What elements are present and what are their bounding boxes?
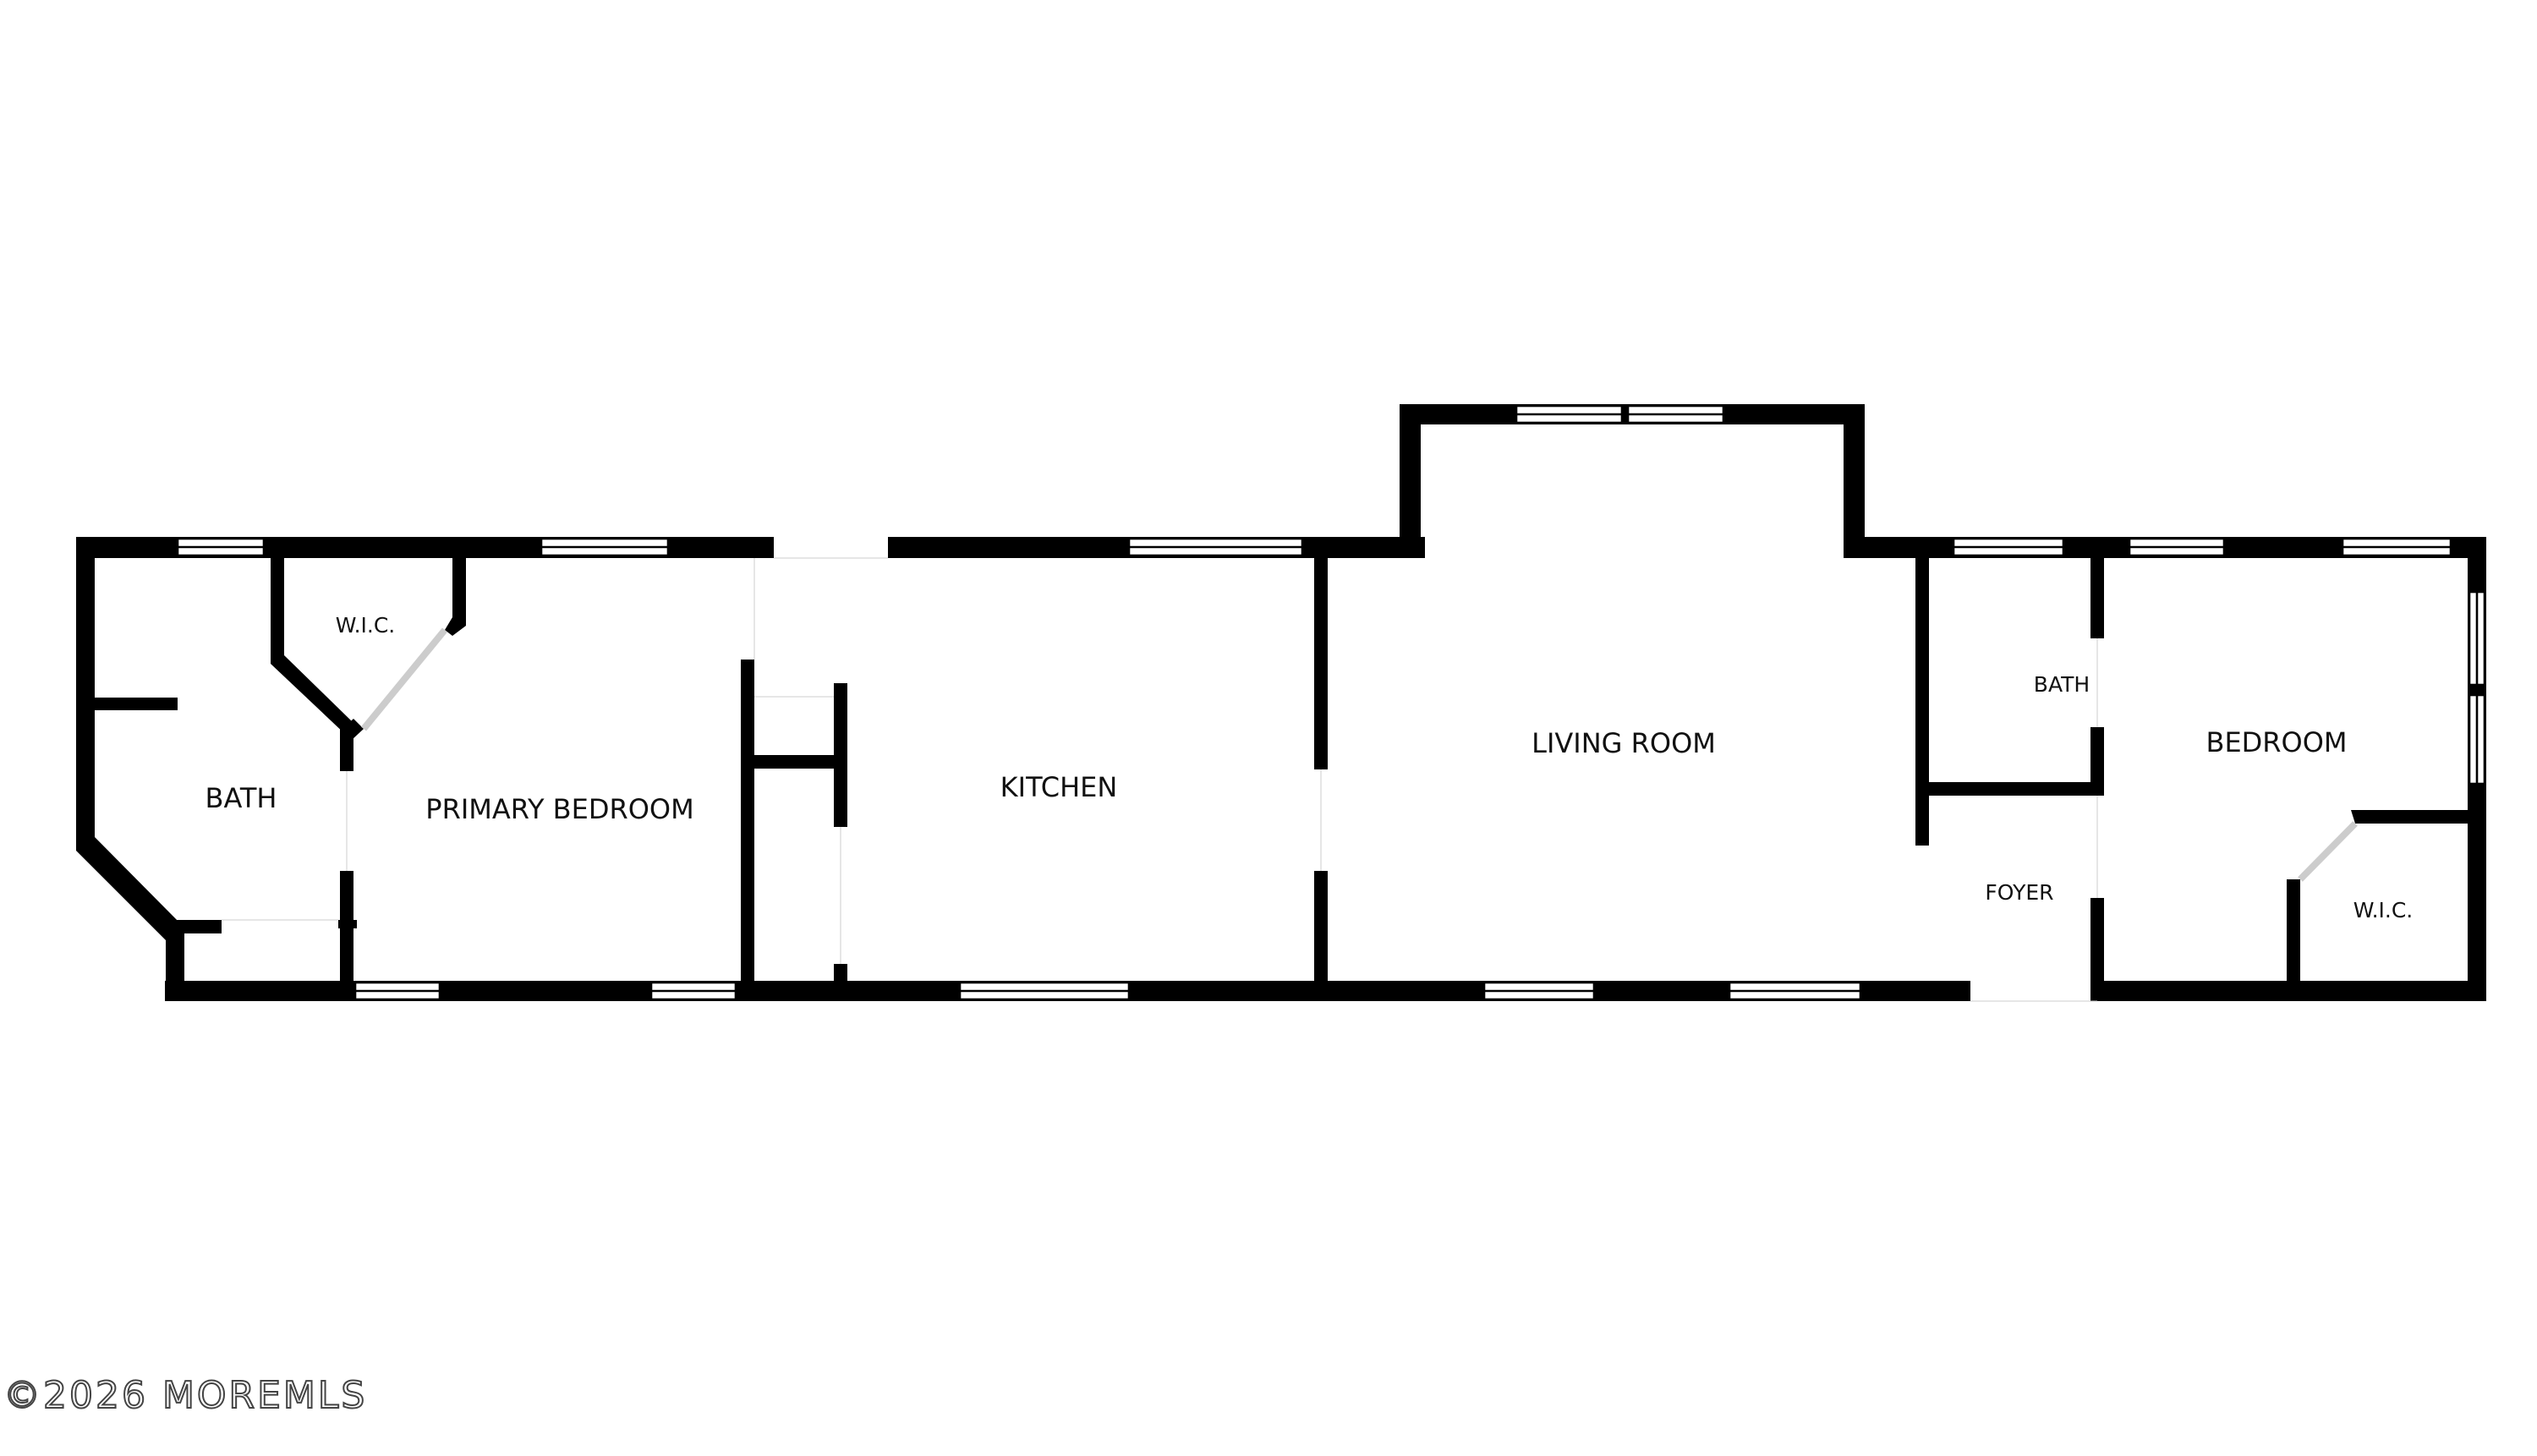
- living-room-label: LIVING ROOM: [1532, 727, 1716, 759]
- window-1: [176, 537, 266, 557]
- window-9: [2468, 590, 2486, 687]
- window-15: [1728, 981, 1862, 1001]
- window-6: [1952, 537, 2065, 557]
- foyer-label: FOYER: [1985, 880, 2053, 905]
- window-2: [540, 537, 670, 557]
- window-3: [1127, 537, 1304, 557]
- copyright-watermark: ©2026 MOREMLS: [3, 1373, 368, 1418]
- window-13: [958, 981, 1131, 1001]
- wic-primary-label: W.I.C.: [336, 613, 396, 638]
- window-14: [1482, 981, 1596, 1001]
- window-10: [2468, 693, 2486, 785]
- wic-bedroom-label: W.I.C.: [2353, 898, 2414, 922]
- bath-main-label: BATH: [205, 782, 277, 814]
- window-7: [2128, 537, 2226, 557]
- interior-walls: [95, 554, 2468, 1001]
- bedroom-label: BEDROOM: [2205, 726, 2347, 758]
- window-4: [1515, 404, 1624, 424]
- exterior-walls: [76, 404, 2486, 1001]
- windows: [176, 404, 2486, 1001]
- bath-second-label: BATH: [2034, 672, 2090, 697]
- window-5: [1626, 404, 1725, 424]
- window-12: [649, 981, 737, 1001]
- door-openings: [222, 557, 2358, 1002]
- room-labels: BATH W.I.C. PRIMARY BEDROOM KITCHEN LIVI…: [205, 613, 2414, 922]
- kitchen-label: KITCHEN: [1000, 771, 1118, 803]
- window-11: [353, 981, 441, 1001]
- primary-bedroom-label: PRIMARY BEDROOM: [425, 793, 693, 825]
- window-8: [2341, 537, 2452, 557]
